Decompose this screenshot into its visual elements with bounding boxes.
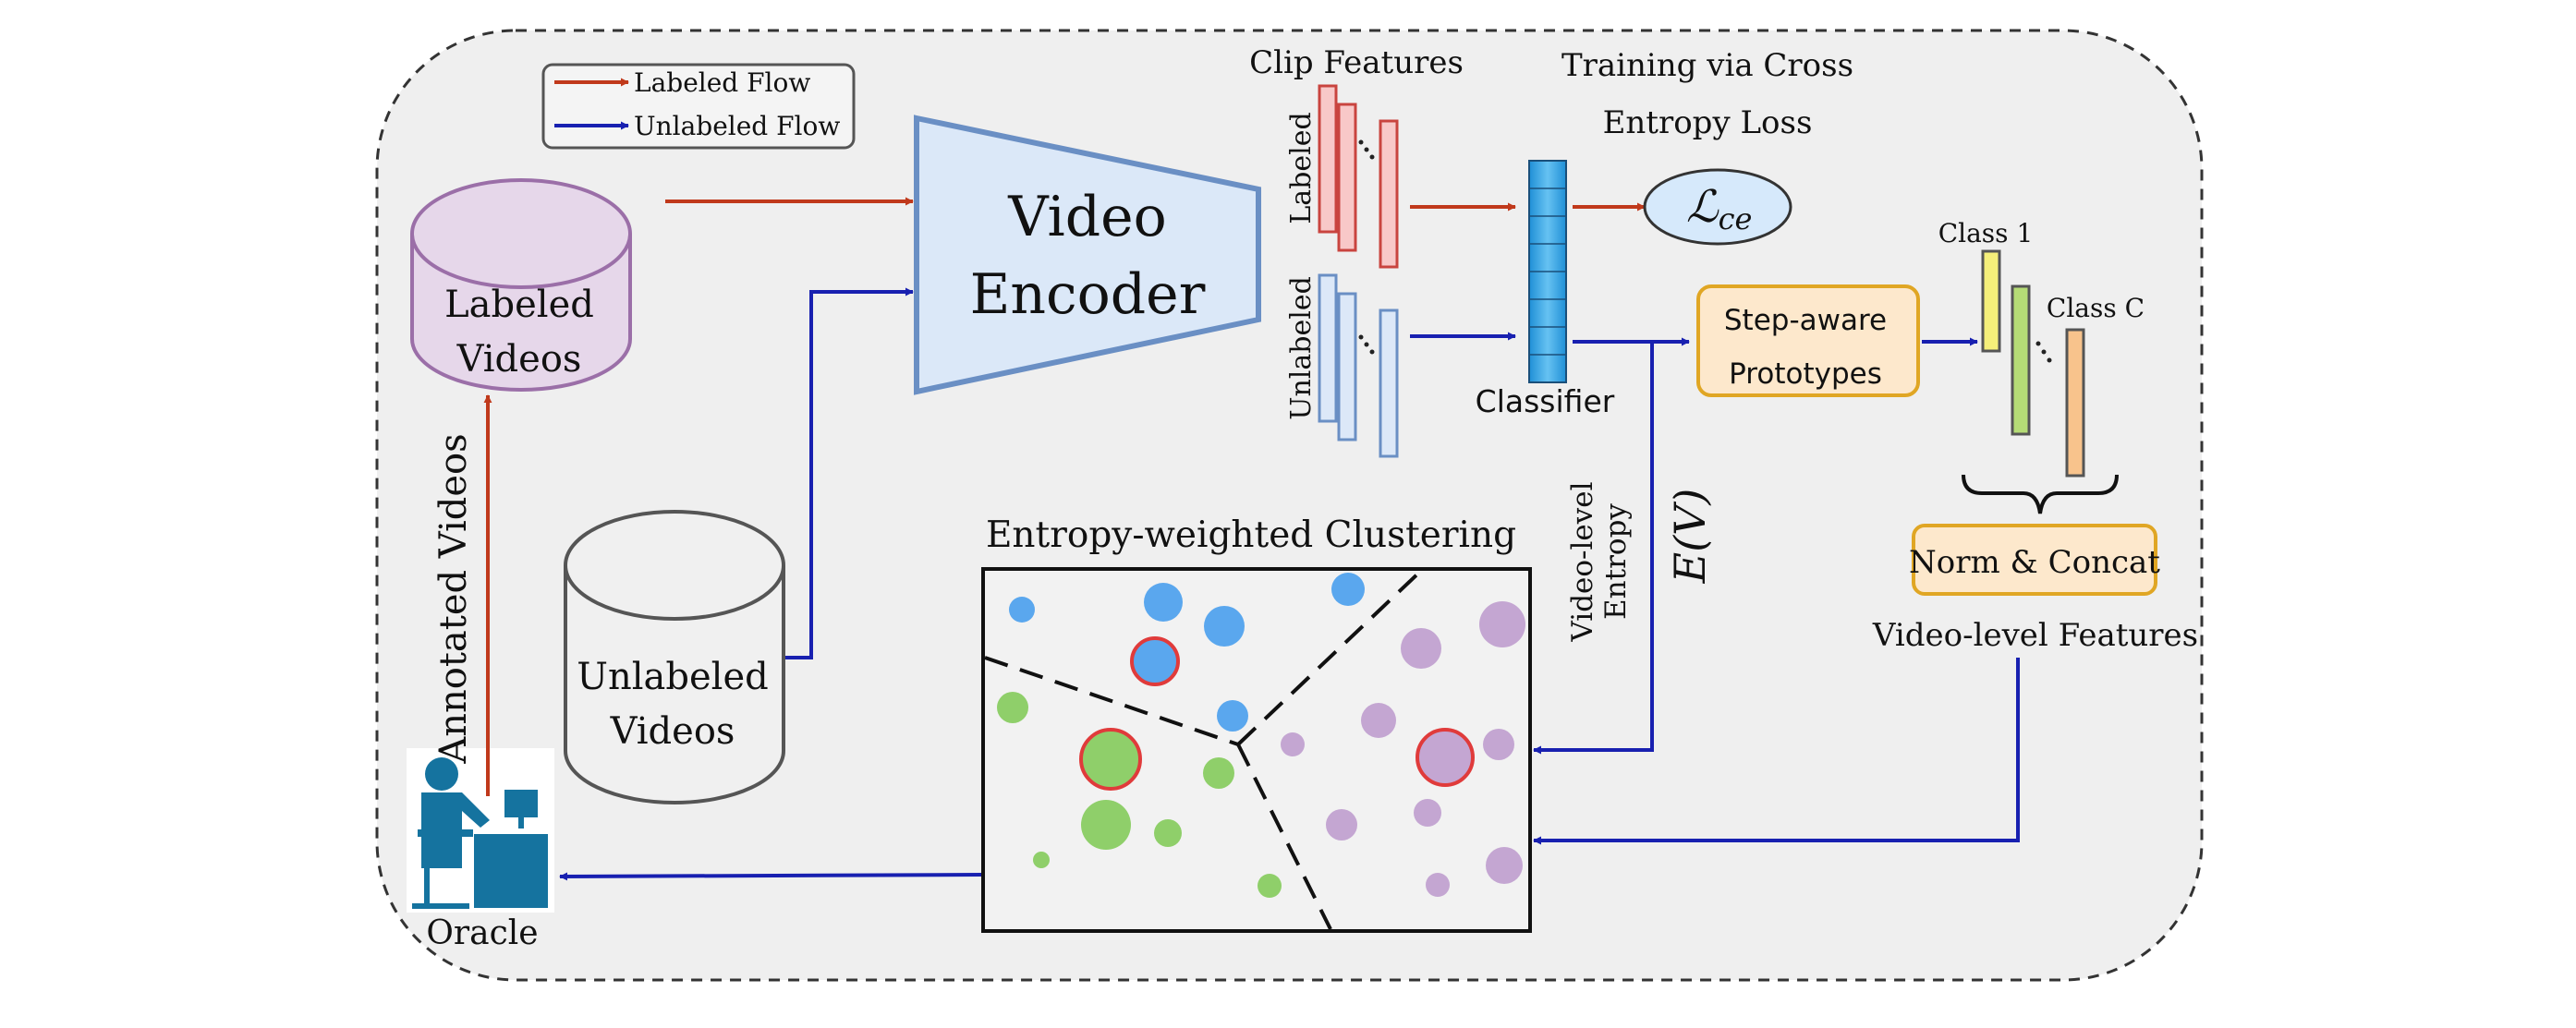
entropy-symbol: E(V) <box>1665 489 1715 585</box>
prototypes-label-2: Prototypes <box>1729 357 1882 391</box>
cross-entropy-loss: ℒce <box>1643 168 1792 246</box>
clip-features-title: Clip Features <box>1249 44 1464 81</box>
labeled-features-label: Labeled <box>1285 112 1318 224</box>
clustering-plot <box>981 567 1532 933</box>
unlabeled-to-encoder-arrow <box>785 287 914 659</box>
unlabeled-db-label-2: Videos <box>610 710 735 753</box>
class-c-label: Class C <box>2047 293 2145 323</box>
class-c-bar <box>2065 328 2085 478</box>
video-level-features-caption: Video-level Features <box>1872 617 2198 654</box>
background-panel <box>375 29 2204 982</box>
oracle-icon: Oracle <box>407 748 554 952</box>
clustering-to-oracle-arrow <box>559 872 982 881</box>
concat-brace <box>1962 474 2119 514</box>
oracle-label: Oracle <box>426 914 538 952</box>
green-cluster <box>997 692 1282 898</box>
class-1-label: Class 1 <box>1938 218 2034 248</box>
purple-cluster <box>1281 601 1525 897</box>
step-aware-prototypes: Step-aware Prototypes <box>1696 284 1920 397</box>
classifier-to-clustering-arrow <box>1533 342 1654 755</box>
loss-subscript: ce <box>1719 201 1753 236</box>
unlabeled-clip-features: Unlabeled <box>1285 273 1399 458</box>
video-encoder: Video Encoder <box>914 115 1261 395</box>
legend: Labeled Flow Unlabeled Flow <box>541 63 856 150</box>
labeled-clip-features: Labeled <box>1285 84 1399 269</box>
loss-symbol: ℒ <box>1686 181 1719 233</box>
clustering-title: Entropy-weighted Clustering <box>986 514 1516 556</box>
labeled-videos-db: Labeled Videos <box>410 178 632 392</box>
encoder-label-2: Encoder <box>970 262 1206 327</box>
norm-concat-label: Norm & Concat <box>1909 544 2160 581</box>
blue-cluster <box>1009 573 1365 732</box>
classifier: Classifier <box>1476 160 1615 419</box>
prototypes-label-1: Step-aware <box>1724 304 1887 337</box>
loss-title-1: Training via Cross <box>1561 47 1853 84</box>
features-to-clustering-arrow <box>1533 658 2020 845</box>
unlabeled-db-label-1: Unlabeled <box>577 656 768 698</box>
entropy-label-1: Video-level <box>1566 481 1599 642</box>
loss-title-2: Entropy Loss <box>1603 104 1813 141</box>
unlabeled-features-label: Unlabeled <box>1285 276 1318 420</box>
norm-concat: Norm & Concat <box>1909 524 2160 596</box>
unlabeled-videos-db: Unlabeled Videos <box>564 510 785 804</box>
classifier-label: Classifier <box>1476 383 1615 419</box>
svg-text:ℒce: ℒce <box>1686 181 1752 236</box>
entropy-label-2: Entropy <box>1599 503 1633 620</box>
encoder-label-1: Video <box>1007 185 1167 249</box>
class-features: Class 1 Class C <box>1938 218 2145 514</box>
labeled-db-label-2: Videos <box>456 338 582 381</box>
annotated-videos-label: Annotated Videos <box>432 433 475 764</box>
labeled-db-label-1: Labeled <box>444 284 594 326</box>
labeled-flow-label: Labeled Flow <box>634 67 810 98</box>
class-1-bar <box>1981 249 2001 353</box>
unlabeled-flow-label: Unlabeled Flow <box>634 111 840 141</box>
class-2-bar <box>2011 284 2031 436</box>
